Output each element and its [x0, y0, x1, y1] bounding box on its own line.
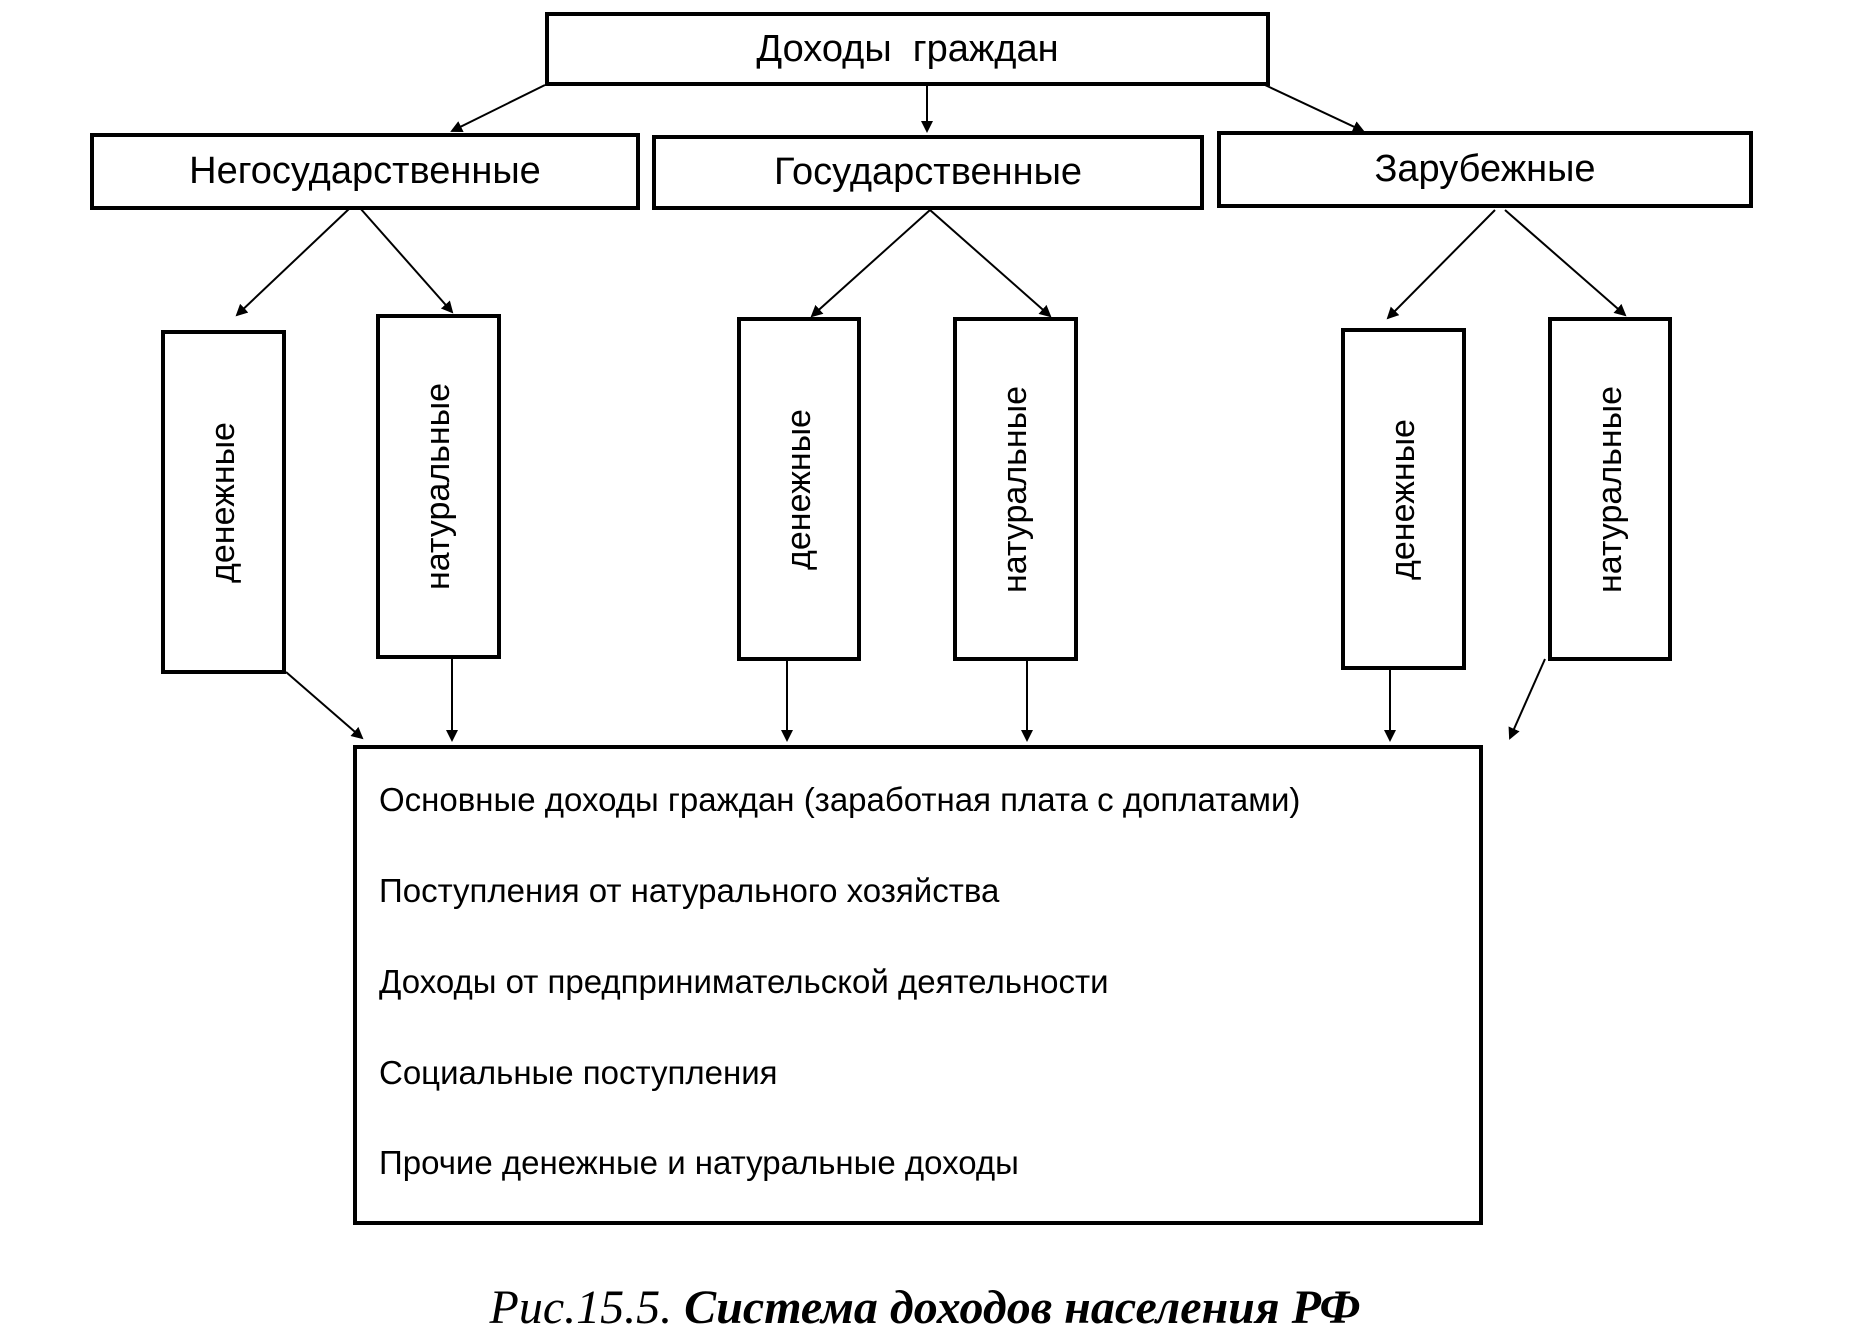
- arrow-gov-to-natural: [929, 209, 1052, 318]
- income-list-item: Поступления от натурального хозяйства: [379, 872, 1000, 909]
- category-nongov-label: Негосударственные: [189, 150, 541, 192]
- category-gov-label: Государственные: [773, 151, 1083, 193]
- arrow-gov-to-money: [810, 209, 931, 318]
- arrow-nongov-to-natural: [359, 207, 454, 314]
- income-list-item: Прочие денежные и натуральные доходы: [379, 1144, 1019, 1181]
- income-list-item: Основные доходы граждан (заработная плат…: [379, 781, 1301, 818]
- subtype-foreign-money-label: денежные: [1384, 418, 1423, 580]
- figure-caption: Рис.15.5. Система доходов населения РФ: [0, 1280, 1850, 1335]
- subtype-nongov-money-label: денежные: [204, 421, 243, 583]
- income-list-box: Основные доходы граждан (заработная плат…: [353, 745, 1483, 1225]
- subtype-gov-natural-box: натуральные: [953, 317, 1078, 661]
- subtype-foreign-money-box: денежные: [1341, 328, 1466, 670]
- root-box: Доходы граждан: [545, 12, 1270, 86]
- caption-prefix: Рис.15.5.: [489, 1281, 673, 1334]
- income-list-item: Доходы от предпринимательской деятельнос…: [379, 963, 1109, 1000]
- arrow-root-to-nongov: [450, 84, 546, 132]
- root-label: Доходы граждан: [756, 27, 1059, 70]
- subtype-gov-money-box: денежные: [737, 317, 861, 661]
- subtype-nongov-natural-box: натуральные: [376, 314, 501, 659]
- category-nongov-box: Негосударственные: [90, 133, 640, 210]
- arrow-money1-to-list: [285, 671, 364, 740]
- category-foreign-box: Зарубежные: [1217, 131, 1753, 208]
- income-list-item: Социальные поступления: [379, 1054, 778, 1091]
- caption-title: Система доходов населения РФ: [684, 1281, 1361, 1334]
- category-gov-box: Государственные: [652, 135, 1204, 210]
- subtype-gov-money-label: денежные: [779, 408, 818, 570]
- subtype-gov-natural-label: натуральные: [996, 385, 1035, 593]
- subtype-nongov-natural-label: натуральные: [419, 382, 458, 591]
- arrow-foreign-to-natural: [1504, 209, 1627, 317]
- arrow-natural3-to-list: [1508, 658, 1546, 740]
- arrow-foreign-to-money: [1386, 209, 1496, 320]
- subtype-foreign-natural-label: натуральные: [1590, 385, 1629, 593]
- arrow-root-to-foreign: [1264, 84, 1365, 133]
- subtype-nongov-money-box: денежные: [161, 330, 286, 674]
- arrow-nongov-to-money: [235, 207, 351, 317]
- category-foreign-label: Зарубежные: [1374, 148, 1596, 190]
- subtype-foreign-natural-box: натуральные: [1548, 317, 1672, 661]
